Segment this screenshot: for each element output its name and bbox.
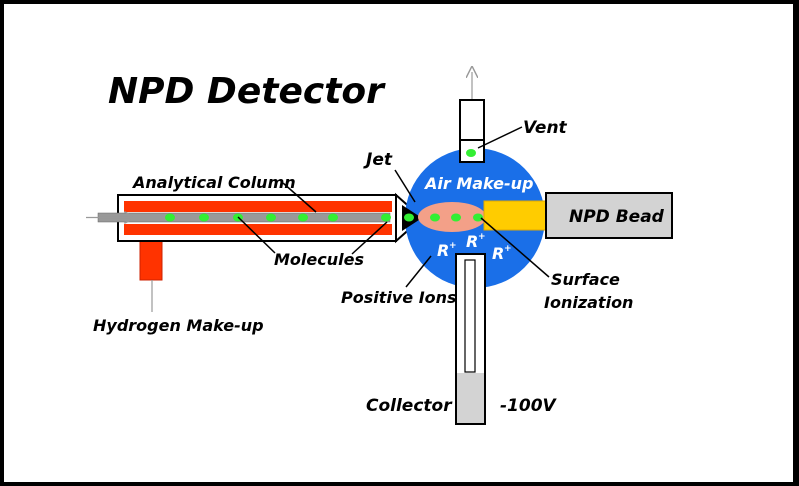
svg-text:R: R: [492, 244, 504, 263]
diagram-background: [4, 4, 793, 482]
molecule-dot: [430, 213, 440, 222]
positive-ion: R +: [492, 244, 512, 263]
molecule-dot: [165, 213, 175, 222]
ions-leader: [405, 255, 432, 288]
molecule-dot: [381, 213, 391, 222]
diagram-title: NPD Detector: [108, 71, 386, 112]
molecules-leader-right: [351, 221, 388, 255]
molecule-dot: [473, 213, 483, 222]
npd-bead-holder: [545, 192, 673, 239]
molecule-dot: [298, 213, 308, 222]
positive-ion: R +: [437, 241, 457, 260]
capillary-tube: [97, 212, 391, 223]
molecule-dot: [266, 213, 276, 222]
column-leader: [282, 182, 317, 213]
surface-ionization-label: Surface Ionization: [544, 270, 633, 312]
svg-text:R: R: [437, 241, 449, 260]
svg-text:+: +: [478, 232, 486, 242]
hydrogen-makeup-label: Hydrogen Make-up: [93, 316, 264, 335]
molecule-dot: [451, 213, 461, 222]
molecule-dot: [199, 213, 209, 222]
npd-bead-label: NPD Bead: [569, 207, 665, 227]
positive-ions-label: Positive Ions: [341, 288, 457, 307]
molecule-dot: [328, 213, 338, 222]
molecule-dot: [404, 213, 414, 222]
column-molecules: [165, 213, 391, 222]
collector-label: Collector: [366, 396, 453, 416]
vent-molecule-dot: [466, 149, 476, 157]
svg-text:+: +: [504, 244, 512, 254]
air-makeup-label: Air Make-up: [423, 174, 533, 193]
leader-lines: [237, 126, 550, 288]
positive-ion: R +: [466, 232, 486, 251]
collector-base: [457, 373, 484, 423]
molecules-label: Molecules: [274, 250, 364, 269]
column-wall-bottom: [124, 224, 392, 235]
vent-label: Vent: [523, 118, 568, 138]
svg-text:R: R: [466, 232, 478, 251]
voltage-label: -100V: [500, 396, 558, 416]
collector-electrode: [464, 259, 476, 373]
vent-leader: [477, 126, 523, 149]
analytical-column-label: Analytical Column: [131, 173, 296, 192]
jet-leader: [394, 169, 416, 203]
svg-text:+: +: [449, 241, 457, 251]
surface-ionization-leader: [480, 217, 550, 278]
jet-label: Jet: [363, 150, 393, 170]
npd-bead: [483, 200, 549, 231]
molecules-leader-left: [237, 216, 276, 254]
column-wall-top: [124, 201, 392, 212]
